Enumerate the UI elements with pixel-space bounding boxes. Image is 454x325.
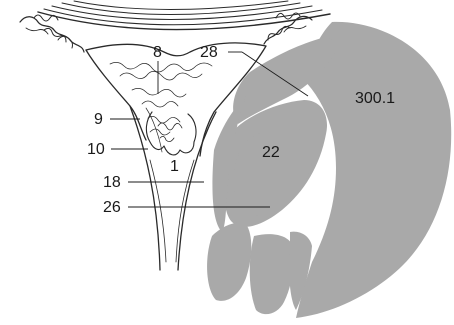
label-18: 18: [103, 174, 121, 191]
grey-regions: [207, 22, 451, 318]
label-300-1: 300.1: [355, 90, 395, 107]
lobulated-structure: [146, 112, 196, 155]
label-8: 8: [153, 44, 162, 61]
lower-left-region: [207, 223, 251, 301]
label-22: 22: [262, 144, 280, 161]
top-curved-bands: [38, 1, 330, 30]
label-26: 26: [103, 199, 121, 216]
label-28: 28: [200, 44, 218, 61]
label-10: 10: [87, 141, 105, 158]
label-1: 1: [170, 158, 179, 175]
lower-mid-region: [250, 234, 294, 314]
stalk: [130, 106, 216, 270]
label-9: 9: [94, 111, 103, 128]
